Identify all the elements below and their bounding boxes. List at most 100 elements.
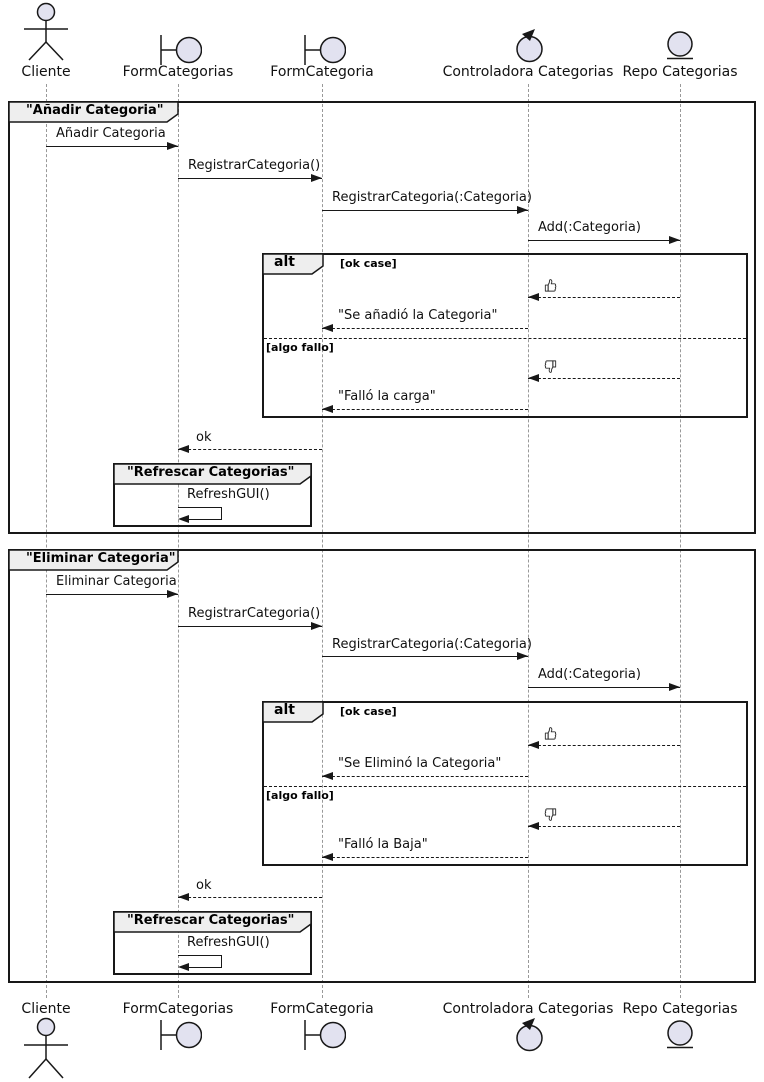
frame-title: "Eliminar Categoria" xyxy=(26,551,176,566)
participant-label-formcategoria: FormCategoria xyxy=(270,1001,374,1017)
arrowhead-icon xyxy=(167,142,178,150)
arrowhead-icon xyxy=(311,174,322,182)
arrowhead-icon xyxy=(669,236,680,244)
lifeline-repo xyxy=(680,84,681,998)
alt-divider xyxy=(264,338,746,339)
message-label: RegistrarCategoria(:Categoria) xyxy=(332,637,532,652)
thumbs-up-icon xyxy=(543,726,558,741)
frame-anadir-categoria xyxy=(8,101,756,534)
lifeline-formcategorias xyxy=(178,84,179,998)
boundary-icon xyxy=(302,34,346,66)
arrowhead-icon xyxy=(311,622,322,630)
message-label: RegistrarCategoria() xyxy=(188,606,321,621)
message-line xyxy=(528,378,680,379)
message-label: Añadir Categoria xyxy=(56,126,166,141)
message-line xyxy=(528,745,680,746)
boundary-icon xyxy=(158,1019,202,1051)
message-label: RegistrarCategoria() xyxy=(188,158,321,173)
lifeline-controladora xyxy=(528,84,529,998)
arrowhead-icon xyxy=(322,772,333,780)
arrowhead-icon xyxy=(528,374,539,382)
message-line xyxy=(528,297,680,298)
message-label: ok xyxy=(196,430,212,445)
participant-label-controladora: Controladora Categorias xyxy=(442,64,614,80)
message-line xyxy=(322,857,528,858)
participant-label-controladora: Controladora Categorias xyxy=(442,1001,614,1017)
arrowhead-icon xyxy=(178,963,189,971)
alt-guard-ok: [ok case] xyxy=(340,257,397,270)
self-message-line xyxy=(186,967,222,968)
alt-fragment xyxy=(262,701,748,866)
actor-icon xyxy=(22,1017,70,1080)
lifeline-formcategoria xyxy=(322,84,323,998)
arrowhead-icon xyxy=(322,405,333,413)
message-label: Eliminar Categoria xyxy=(56,574,177,589)
message-label: "Falló la Baja" xyxy=(338,837,428,852)
arrowhead-icon xyxy=(517,206,528,214)
message-line xyxy=(322,409,528,410)
self-message-line xyxy=(178,955,222,956)
participant-label-repo: Repo Categorias xyxy=(622,64,738,80)
message-label: RefreshGUI() xyxy=(187,487,270,502)
arrowhead-icon xyxy=(178,445,189,453)
arrowhead-icon xyxy=(669,683,680,691)
alt-header-shape xyxy=(262,253,324,275)
frame-header-shape xyxy=(8,101,180,123)
alt-guard-fail: [algo fallo] xyxy=(266,341,334,354)
actor-icon xyxy=(22,2,70,62)
message-line xyxy=(528,687,680,688)
message-label: Add(:Categoria) xyxy=(538,667,641,682)
alt-keyword: alt xyxy=(274,702,295,718)
message-label: RegistrarCategoria(:Categoria) xyxy=(332,190,532,205)
arrowhead-icon xyxy=(528,293,539,301)
arrowhead-icon xyxy=(517,652,528,660)
alt-header-shape xyxy=(262,701,324,723)
frame-header-shape xyxy=(8,549,180,571)
thumbs-down-icon xyxy=(543,807,558,822)
message-line xyxy=(322,656,528,657)
arrowhead-icon xyxy=(178,515,189,523)
message-label: Add(:Categoria) xyxy=(538,220,641,235)
participant-label-formcategorias: FormCategorias xyxy=(122,1001,234,1017)
message-label: ok xyxy=(196,878,212,893)
boundary-icon xyxy=(158,34,202,66)
self-message-line xyxy=(178,507,222,508)
message-line xyxy=(178,897,322,898)
message-line xyxy=(528,240,680,241)
message-line xyxy=(178,449,322,450)
frame-title: "Refrescar Categorias" xyxy=(127,465,295,480)
arrowhead-icon xyxy=(322,324,333,332)
alt-keyword: alt xyxy=(274,254,295,270)
boundary-icon xyxy=(302,1019,346,1051)
participant-label-repo: Repo Categorias xyxy=(622,1001,738,1017)
message-label: "Falló la carga" xyxy=(338,389,436,404)
entity-icon xyxy=(665,1020,695,1050)
frame-header-shape xyxy=(113,911,313,933)
alt-fragment xyxy=(262,253,748,418)
frame-header-shape xyxy=(113,463,313,485)
participant-label-cliente: Cliente xyxy=(21,1001,71,1017)
participant-label-cliente: Cliente xyxy=(21,64,71,80)
message-line xyxy=(322,328,528,329)
control-icon xyxy=(513,1017,551,1053)
self-message-line xyxy=(186,519,222,520)
self-message-line xyxy=(221,507,222,519)
message-label: RefreshGUI() xyxy=(187,935,270,950)
message-line xyxy=(46,146,178,147)
arrowhead-icon xyxy=(178,893,189,901)
message-label: "Se añadió la Categoria" xyxy=(338,308,498,323)
self-message-line xyxy=(221,955,222,967)
message-line xyxy=(322,210,528,211)
alt-divider xyxy=(264,786,746,787)
message-line xyxy=(178,626,322,627)
control-icon xyxy=(513,28,551,64)
arrowhead-icon xyxy=(322,853,333,861)
alt-guard-ok: [ok case] xyxy=(340,705,397,718)
participant-label-formcategoria: FormCategoria xyxy=(270,64,374,80)
message-label: "Se Eliminó la Categoria" xyxy=(338,756,502,771)
arrowhead-icon xyxy=(167,590,178,598)
frame-eliminar-categoria xyxy=(8,549,756,983)
participant-label-formcategorias: FormCategorias xyxy=(122,64,234,80)
lifeline-cliente xyxy=(46,84,47,998)
